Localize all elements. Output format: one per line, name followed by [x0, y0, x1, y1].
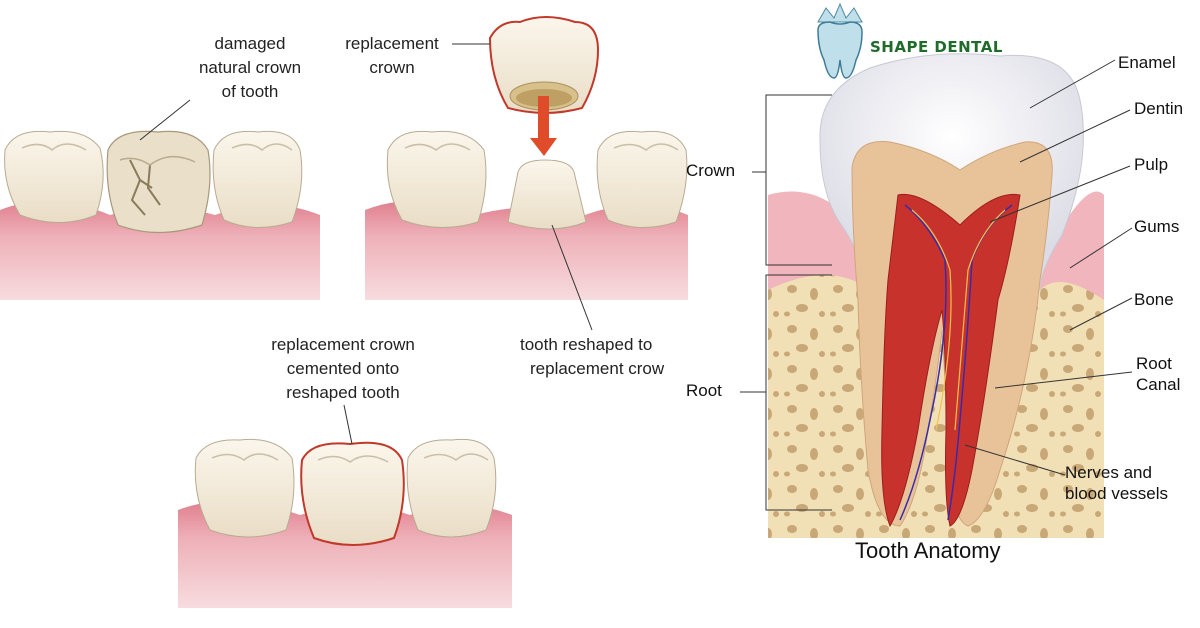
label-replacement-crown: replacement crown [345, 34, 439, 77]
tooth-reshaped [507, 159, 587, 230]
tooth-left-2 [386, 130, 487, 229]
label-crown: Crown [686, 161, 736, 180]
leader-damaged [139, 99, 191, 141]
label-root: Root [686, 381, 722, 400]
crown-bracket [765, 94, 832, 266]
panel-reshaped-tooth [365, 16, 688, 331]
leader-bone [1069, 297, 1133, 331]
diagram-title: Tooth Anatomy [855, 538, 1001, 563]
tooth-damaged [106, 130, 211, 234]
panel-damaged-tooth [0, 99, 320, 300]
tooth-crowned [300, 441, 405, 546]
label-nerves-blood-vessels: Nerves and blood vessels [1065, 463, 1169, 503]
pulp-shape [881, 193, 1021, 528]
tooth-left-1 [4, 130, 104, 223]
replacement-crown [488, 16, 600, 114]
label-gums: Gums [1134, 217, 1180, 236]
leader-nerves [964, 444, 1066, 476]
label-bone: Bone [1134, 290, 1174, 309]
tooth-anatomy-diagram [740, 2, 1133, 538]
brand-logo [817, 2, 863, 79]
label-damaged-crown: damaged natural crown of tooth [198, 34, 302, 101]
arrow-down [530, 96, 557, 156]
leader-cemented [343, 404, 353, 445]
leader-dentin [1019, 109, 1131, 163]
tooth-right-1 [212, 130, 303, 229]
leader-gums [1069, 227, 1133, 269]
brand-name: SHAPE DENTAL [870, 38, 1003, 56]
tooth-right-2 [596, 130, 688, 229]
panel-cemented-crown [178, 404, 512, 608]
label-dentin: Dentin [1134, 99, 1184, 118]
leader-reshaped [551, 224, 593, 331]
label-tooth-reshaped: tooth reshaped to replacement crow [520, 335, 665, 378]
leader-root-canal [994, 371, 1133, 389]
label-cemented-crown: replacement crown cemented onto reshaped… [271, 335, 415, 402]
tooth-right-3 [406, 438, 497, 538]
label-root-canal: Root Canal [1136, 354, 1181, 394]
label-pulp: Pulp [1134, 155, 1169, 174]
leader-enamel [1029, 59, 1116, 109]
label-enamel: Enamel [1118, 53, 1176, 72]
tooth-left-3 [194, 438, 295, 538]
leader-pulp [989, 165, 1131, 223]
